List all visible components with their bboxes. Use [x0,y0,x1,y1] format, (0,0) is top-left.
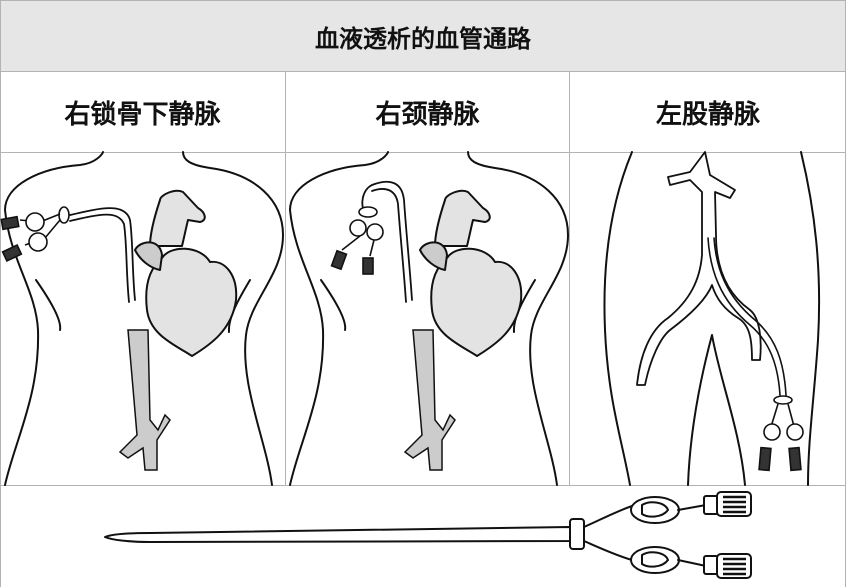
heart-jugular [419,189,523,357]
diagram-title: 血液透析的血管通路 [0,0,846,72]
catheter-femoral [707,237,787,396]
panel-heading-femoral: 左股静脉 [655,99,760,130]
torso-jugular [289,151,569,486]
catheter-subclavian [69,207,136,303]
catheter-hub-jugular [330,206,384,275]
panel-heading-subclavian: 右锁骨下静脉 [64,99,221,130]
catheter-jugular [361,180,413,303]
catheter-detail-ribs [723,495,746,576]
vena-cava-jugular [403,329,456,471]
torso-subclavian [4,151,284,486]
catheter-detail [104,491,752,579]
vena-cava-subclavian [118,329,171,471]
heart-subclavian [134,189,238,357]
femoral-vessels [636,151,762,386]
legs-femoral [603,151,821,486]
catheter-hub-subclavian [0,206,70,262]
panel-heading-jugular: 右颈静脉 [375,99,480,130]
catheter-hub-femoral [758,395,804,472]
